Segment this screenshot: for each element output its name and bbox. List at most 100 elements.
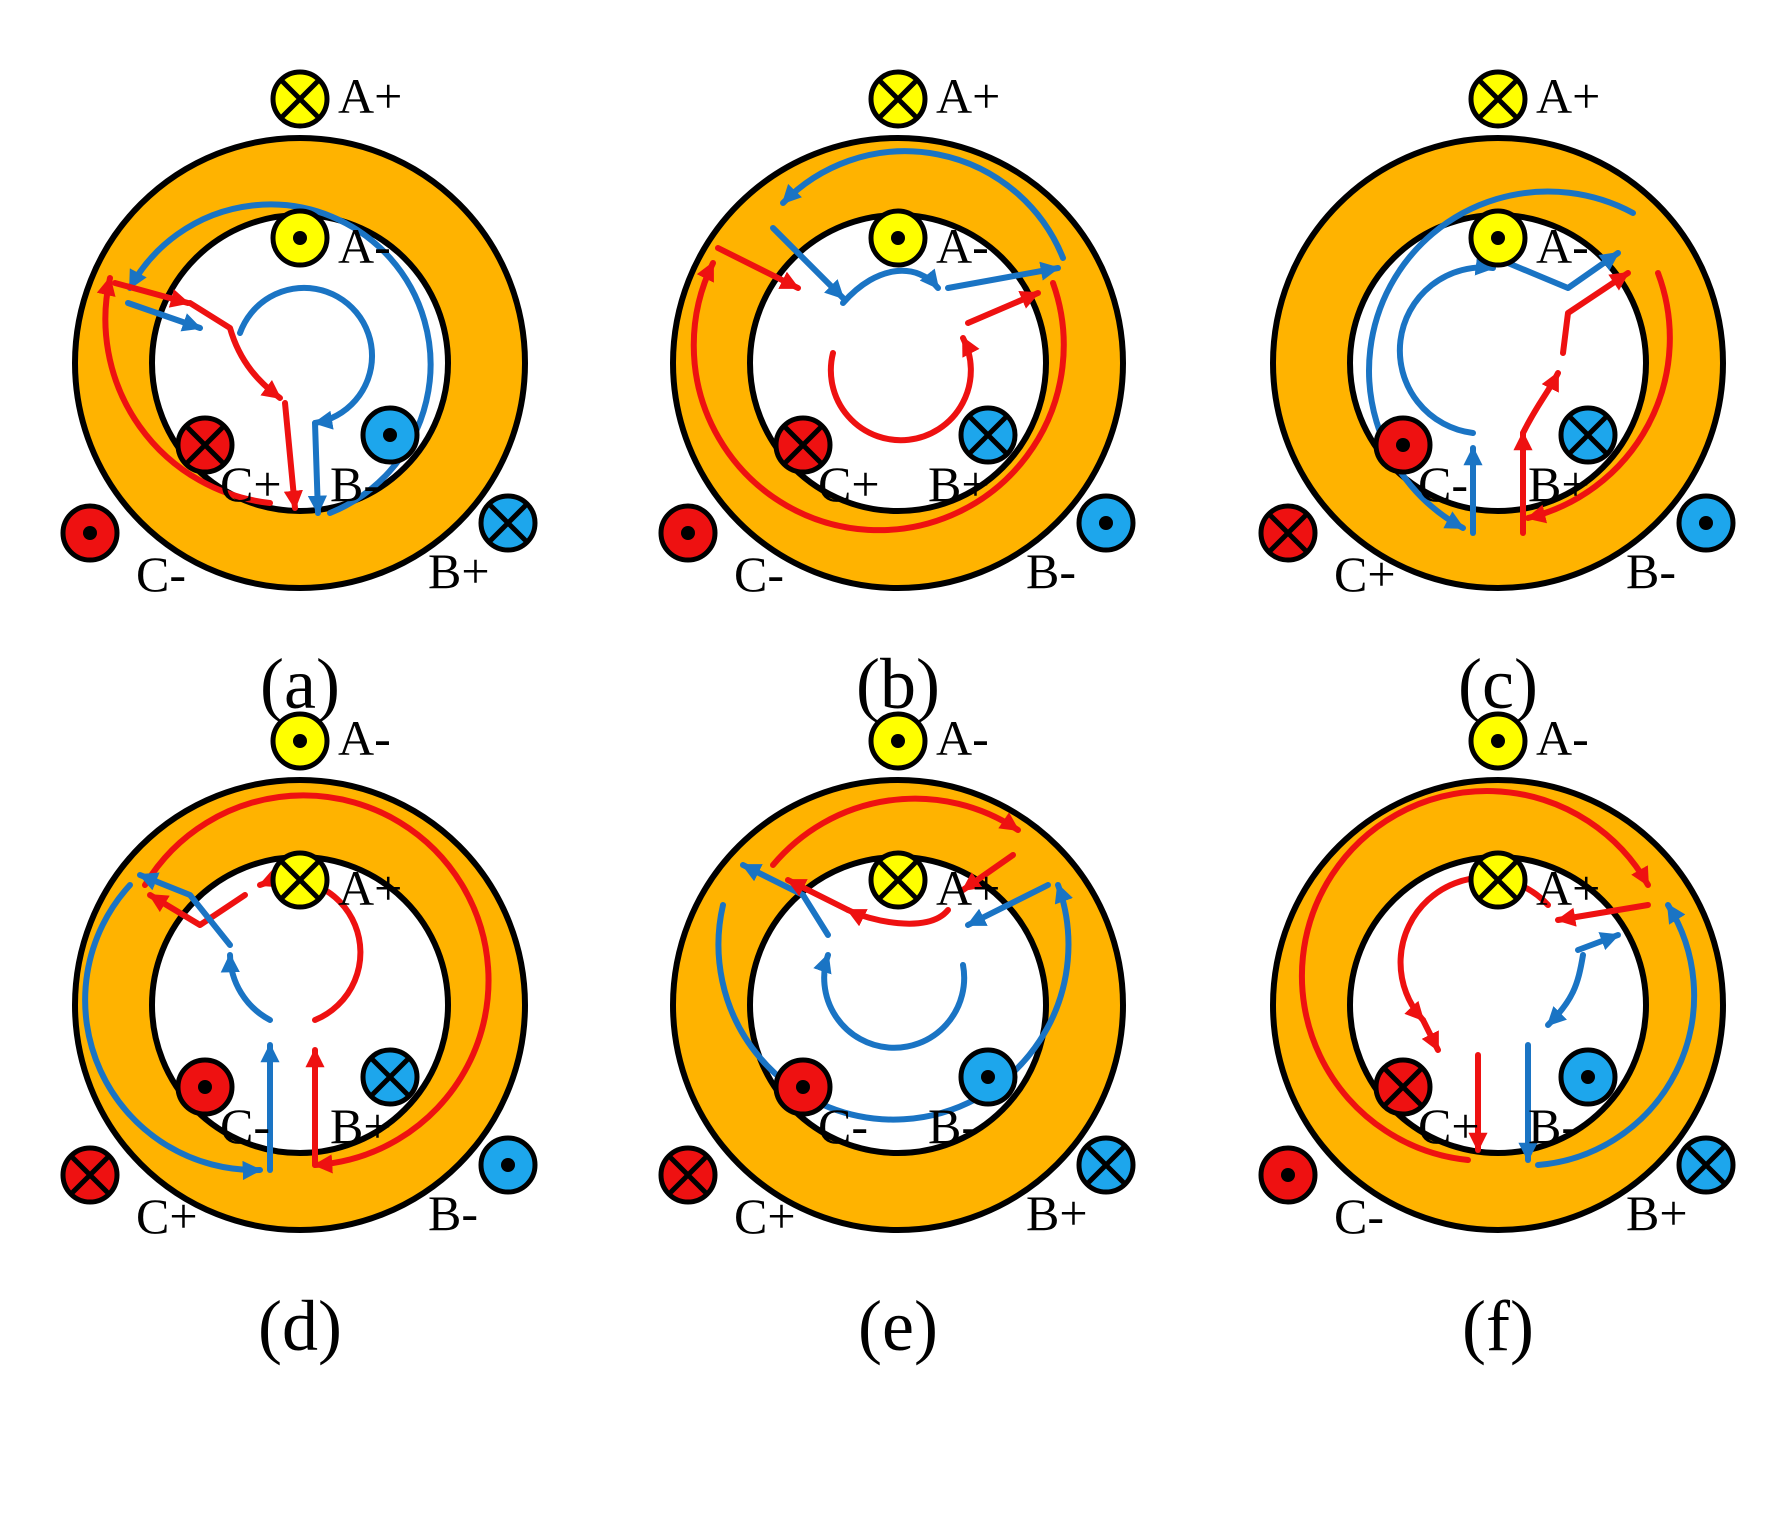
conductor-e-outer_top: [868, 711, 928, 771]
conductor-f-outer_left: [1258, 1145, 1318, 1205]
conductor-d-outer_left-cross-icon: [70, 1155, 110, 1195]
conductor-b-inner_left-cross-icon: [783, 425, 823, 465]
label-d-outer_right: B-: [428, 1185, 478, 1241]
conductor-d-inner_left: [175, 1057, 235, 1117]
conductor-e-inner_right: [958, 1047, 1018, 1107]
label-a-outer_top: A+: [338, 68, 402, 124]
conductor-c-outer_top: [1468, 69, 1528, 129]
caption-e: (e): [858, 1286, 938, 1366]
flux-line-c-6: [1560, 270, 1631, 356]
flux-line-f-6: [1545, 952, 1586, 1028]
flux-line-a-7: [282, 400, 303, 511]
conductor-e-outer_top-dot-icon: [891, 734, 905, 748]
core-b: [670, 135, 1126, 591]
flux-line-b-2: [690, 260, 1067, 534]
flux-line-a-0: [237, 284, 376, 430]
label-a-inner_left: C+: [220, 456, 282, 512]
flux-line-d-2: [142, 792, 492, 1174]
label-e-outer_top: A-: [936, 710, 989, 766]
conductor-e-inner_left: [773, 1057, 833, 1117]
label-d-outer_top: A-: [338, 710, 391, 766]
label-a-outer_left: C-: [136, 546, 186, 602]
label-b-inner_left: C+: [818, 456, 880, 512]
label-e-outer_left: C+: [734, 1188, 796, 1244]
conductor-d-outer_right: [478, 1135, 538, 1195]
label-f-inner_top: A+: [1536, 860, 1600, 916]
label-f-inner_left: C+: [1418, 1098, 1480, 1154]
conductor-e-outer_left: [658, 1145, 718, 1205]
flux-line-c-7: [1525, 270, 1673, 524]
conductor-c-inner_left-dot-icon: [1396, 438, 1410, 452]
caption-c: (c): [1458, 644, 1538, 724]
conductor-e-inner_top-cross-icon: [878, 860, 918, 900]
conductor-f-inner_top: [1468, 850, 1528, 910]
conductor-d-outer_left: [60, 1145, 120, 1205]
conductor-c-outer_left: [1258, 503, 1318, 563]
label-b-outer_left: C-: [734, 546, 784, 602]
conductor-f-inner_right: [1558, 1047, 1618, 1107]
label-b-outer_right: B-: [1026, 543, 1076, 599]
conductor-c-inner_top-dot-icon: [1491, 231, 1505, 245]
flux-paths-f: [1298, 787, 1698, 1168]
conductor-b-inner_left: [773, 415, 833, 475]
conductor-e-outer_left-cross-icon: [668, 1155, 708, 1195]
panels-group: A+A-C+B-C-B+(a)A+A-C+B+C-B-(b)A+A-C-B+C+…: [60, 68, 1736, 1366]
flux-line-e-2: [715, 882, 1073, 1123]
conductor-b-inner_right-cross-icon: [968, 415, 1008, 455]
label-d-inner_right: B+: [330, 1098, 392, 1154]
flux-line-b-7: [770, 225, 846, 301]
label-f-outer_top: A-: [1536, 710, 1589, 766]
label-e-inner_right: B-: [928, 1098, 978, 1154]
flux-line-d-6: [82, 882, 263, 1181]
flux-line-f-8: [1535, 902, 1698, 1168]
conductor-a-outer_top: [270, 69, 330, 129]
flux-line-a-4: [96, 275, 273, 506]
label-a-inner_right: B-: [330, 456, 380, 512]
conductor-c-inner_right-cross-icon: [1568, 415, 1608, 455]
conductor-b-outer_left-dot-icon: [681, 526, 695, 540]
conductor-a-outer_top-cross-icon: [280, 79, 320, 119]
panel-c: A+A-C-B+C+B-(c): [1258, 68, 1736, 724]
label-a-inner_top: A-: [338, 218, 391, 274]
label-f-outer_left: C-: [1334, 1188, 1384, 1244]
conductor-c-outer_left-cross-icon: [1268, 513, 1308, 553]
flux-line-b-3: [715, 245, 801, 291]
conductor-a-outer_left: [60, 503, 120, 563]
label-b-inner_right: B+: [928, 456, 990, 512]
conductor-a-inner_left-cross-icon: [185, 425, 225, 465]
conductor-a-inner_top: [270, 208, 330, 268]
label-c-outer_left: C+: [1334, 546, 1396, 602]
label-e-outer_right: B+: [1026, 1185, 1088, 1241]
caption-d: (d): [258, 1286, 342, 1366]
conductor-a-inner_left: [175, 415, 235, 475]
conductor-e-outer_right-cross-icon: [1086, 1145, 1126, 1185]
conductor-a-inner_top-dot-icon: [293, 231, 307, 245]
conductor-c-inner_top: [1468, 208, 1528, 268]
flux-paths-e: [715, 795, 1073, 1123]
conductor-a-outer_left-dot-icon: [83, 526, 97, 540]
flux-line-f-3: [1298, 787, 1651, 1163]
label-f-inner_right: B-: [1528, 1098, 1578, 1154]
flux-line-b-4: [840, 267, 941, 306]
flux-line-a-5: [112, 280, 191, 308]
flux-line-b-1: [965, 290, 1041, 326]
flux-line-e-7: [960, 852, 1016, 893]
label-d-inner_left: C-: [220, 1098, 270, 1154]
flux-line-f-4: [1555, 902, 1651, 927]
label-f-outer_right: B+: [1626, 1185, 1688, 1241]
conductor-b-outer_top: [868, 69, 928, 129]
conductor-c-inner_right: [1558, 405, 1618, 465]
conductor-a-inner_right: [360, 405, 420, 465]
conductor-a-outer_right-cross-icon: [488, 503, 528, 543]
caption-a: (a): [260, 644, 340, 724]
caption-b: (b): [856, 644, 940, 724]
label-c-inner_top: A-: [1536, 218, 1589, 274]
conductor-d-inner_left-dot-icon: [198, 1080, 212, 1094]
conductor-c-outer_top-cross-icon: [1478, 79, 1518, 119]
conductor-d-inner_top-cross-icon: [280, 860, 320, 900]
core-c: [1270, 135, 1726, 591]
label-c-inner_left: C-: [1418, 456, 1468, 512]
conductor-d-inner_right: [360, 1047, 420, 1107]
conductor-d-outer_top-dot-icon: [293, 734, 307, 748]
